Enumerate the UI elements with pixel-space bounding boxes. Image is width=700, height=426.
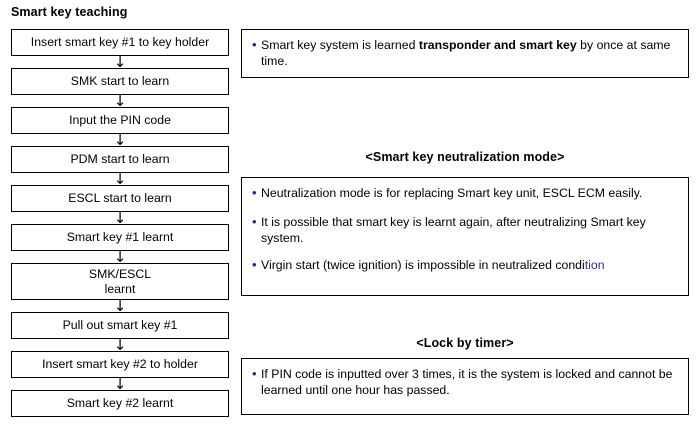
- bullet-dot-icon: •: [252, 214, 257, 229]
- note-panel-neutralization-mode: • Neutralization mode is for replacing S…: [241, 177, 689, 296]
- flow-step-smk-start-to-learn: SMK start to learn: [11, 68, 229, 95]
- flow-arrow-down-icon: ↓: [113, 297, 127, 315]
- flow-step-label: Smart key #1 learnt: [66, 230, 174, 244]
- flow-arrow-down-icon: ↓: [113, 53, 127, 71]
- flow-arrow-down-icon: ↓: [113, 248, 127, 266]
- flow-arrow-down-icon: ↓: [113, 170, 127, 188]
- flow-arrow-down-icon: ↓: [113, 209, 127, 227]
- flow-step-insert-smart-key-2: Insert smart key #2 to holder: [11, 351, 229, 378]
- bullet-text: Virgin start (twice ignition) is impossi…: [261, 257, 679, 273]
- flow-arrow-down-icon: ↓: [113, 92, 127, 110]
- bullet-dot-icon: •: [252, 366, 257, 381]
- bullet-item: • Neutralization mode is for replacing S…: [252, 185, 679, 201]
- bullet-text: If PIN code is inputted over 3 times, it…: [261, 367, 673, 397]
- flow-step-smart-key-2-learnt: Smart key #2 learnt: [11, 390, 229, 417]
- bullet-dot-icon: •: [252, 37, 257, 52]
- bullet-item: • Virgin start (twice ignition) is impos…: [252, 257, 679, 273]
- flow-arrow-down-icon: ↓: [113, 336, 127, 354]
- bullet-item: • It is possible that smart key is learn…: [252, 214, 679, 246]
- flow-step-insert-smart-key-1: Insert smart key #1 to key holder: [11, 29, 229, 56]
- bullet-dot-icon: •: [252, 257, 257, 272]
- flow-step-label: Input the PIN code: [69, 113, 171, 127]
- flow-step-label: Pull out smart key #1: [62, 318, 178, 332]
- flow-step-label: Insert smart key #1 to key holder: [30, 35, 210, 49]
- flow-step-smart-key-1-learnt: Smart key #1 learnt: [11, 224, 229, 251]
- flow-step-label: SMK start to learn: [70, 74, 170, 88]
- bullet-text-pre: Smart key system is learned: [261, 38, 419, 52]
- flow-step-smk-escl-learnt: SMK/ESCL learnt: [11, 263, 229, 300]
- bullet-text: It is possible that smart key is learnt …: [261, 215, 646, 245]
- flow-step-escl-start-to-learn: ESCL start to learn: [11, 185, 229, 212]
- flow-step-pdm-start-to-learn: PDM start to learn: [11, 146, 229, 173]
- bullet-item: • Smart key system is learned transponde…: [252, 37, 679, 69]
- smart-key-teaching-flowchart: Insert smart key #1 to key holder ↓ SMK …: [11, 29, 229, 417]
- bullet-text-bold: transponder and smart key: [418, 38, 577, 52]
- section-heading-neutralization-mode: <Smart key neutralization mode>: [365, 150, 565, 164]
- flow-step-label: Insert smart key #2 to holder: [42, 357, 198, 371]
- flow-arrow-down-icon: ↓: [113, 375, 127, 393]
- bullet-text: Smart key system is learned transponder …: [261, 37, 679, 69]
- section-heading-lock-by-timer: <Lock by timer>: [416, 336, 514, 350]
- flow-step-label: SMK/ESCL learnt: [88, 266, 152, 296]
- bullet-text: Neutralization mode is for replacing Sma…: [261, 186, 643, 200]
- bullet-text-pre: Virgin start (twice ignition) is impossi…: [261, 258, 585, 272]
- flow-step-label: PDM start to learn: [70, 152, 170, 166]
- note-panel-lock-by-timer: • If PIN code is inputted over 3 times, …: [241, 358, 689, 415]
- page-title: Smart key teaching: [11, 5, 128, 19]
- spacer: [252, 246, 679, 257]
- flow-step-input-the-pin-code: Input the PIN code: [11, 107, 229, 134]
- flow-arrow-down-icon: ↓: [113, 131, 127, 149]
- flow-step-pull-out-smart-key-1: Pull out smart key #1: [11, 312, 229, 339]
- bullet-dot-icon: •: [252, 185, 257, 200]
- bullet-text-tinted: tion: [584, 258, 605, 272]
- note-panel-smart-key-system: • Smart key system is learned transponde…: [241, 29, 689, 78]
- bullet-item: • If PIN code is inputted over 3 times, …: [252, 366, 679, 398]
- flow-step-label: ESCL start to learn: [68, 191, 172, 205]
- flow-step-label: Smart key #2 learnt: [66, 396, 174, 410]
- bullet-text-post: by once at same time.: [261, 38, 671, 68]
- spacer: [252, 201, 679, 214]
